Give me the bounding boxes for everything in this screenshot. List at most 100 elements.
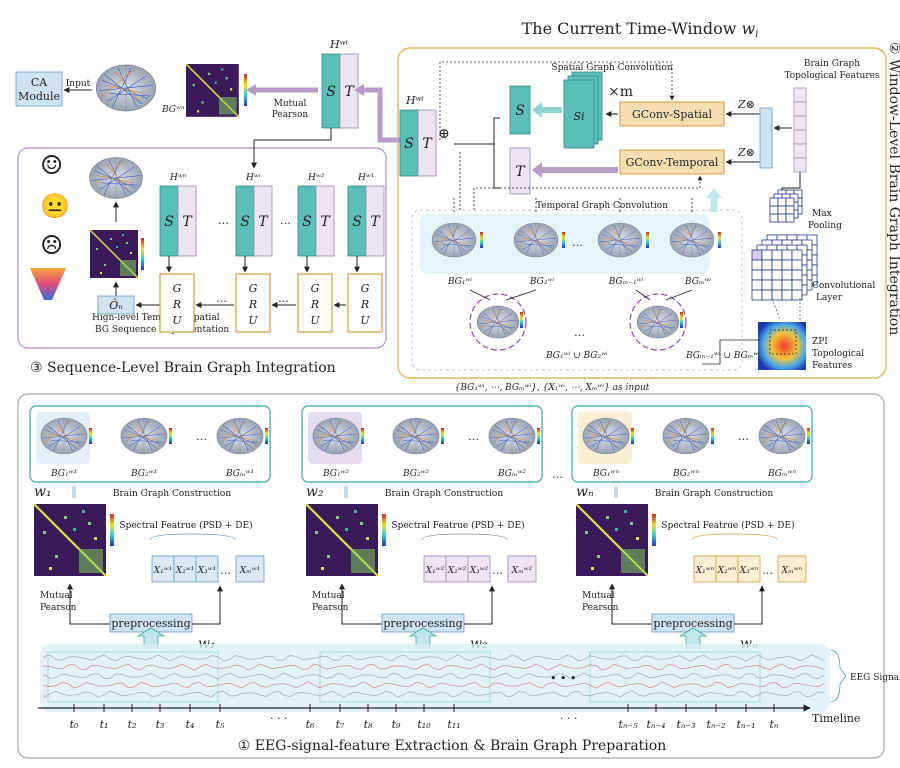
sequence-panel-label: ③ Sequence-Level Brain Graph Integration: [30, 360, 336, 376]
conv-cell: [781, 249, 793, 261]
zpi-label-1: ZPI: [812, 337, 828, 347]
ext-colorbar: [361, 428, 364, 444]
t-temporal: T: [515, 164, 526, 180]
gru-g: G: [361, 282, 370, 295]
z-otimes-2: Z⊗: [737, 146, 755, 159]
ext-bg-label: BG₂ʷⁿ: [672, 469, 699, 479]
pool-cell: [769, 213, 779, 223]
conv-cell: [791, 249, 803, 261]
tick-label: t₄: [186, 718, 195, 731]
window-colorbar: [480, 232, 483, 248]
tick-ellipsis-1: · · ·: [270, 712, 287, 725]
ext-spectral: Spectral Featrue (PSD + DE): [661, 520, 794, 531]
union-ring: [629, 293, 687, 351]
arrowhead-window-top: [354, 84, 364, 96]
dotted-to-gconv-temporal: [473, 175, 703, 210]
ca-module-box: [15, 71, 63, 107]
eeg-dots: • • •: [550, 672, 576, 685]
arrowhead-mutual: [246, 84, 256, 96]
window-brain-icon: [431, 222, 477, 258]
window-inner-dashed: [411, 209, 743, 371]
topo-cell: [793, 129, 807, 145]
timeline-label: Timeline: [812, 712, 860, 725]
pool-cell: [785, 197, 795, 207]
topo-feature-vector: [793, 87, 807, 173]
ext-w-label: w₁: [34, 484, 52, 500]
seq-h-label: Hʷⁱ: [245, 173, 261, 183]
preprocessing-label: preprocessing: [383, 617, 462, 630]
ext-matrix-colorbar: [382, 514, 386, 546]
ext-brain-icon: [392, 417, 440, 455]
arrow-prep-to-features: [734, 585, 765, 625]
arrow-window-to-top: [362, 87, 400, 143]
s-window: S: [404, 136, 414, 152]
gru-r: R: [172, 298, 181, 311]
feature-label: Xₘʷ¹: [239, 566, 260, 576]
si-label: Si: [573, 110, 584, 123]
gru-dots-1: …: [216, 292, 227, 305]
ext-pearson: Pearson: [40, 603, 77, 613]
matrix-seq: [89, 229, 139, 279]
gconv-temporal-label: GConv-Temporal: [626, 156, 719, 169]
window-colorbar: [646, 232, 649, 248]
rep-label-1: High-level Temporal-Spatial: [92, 313, 220, 323]
conv-layer-label-1: Convolutional: [812, 281, 875, 291]
gru-u: U: [172, 314, 182, 327]
topo-cell: [793, 87, 807, 103]
eeg-trace: [43, 690, 825, 698]
ext-bg-construction: Brain Graph Construction: [385, 489, 503, 499]
ext-brain-icon: [216, 417, 264, 455]
ext-colorbar: [807, 428, 810, 444]
feature-cell: [777, 555, 807, 583]
ext-colorbar: [265, 428, 268, 444]
window-brain-icon: [669, 222, 715, 258]
seq-s: S: [164, 214, 174, 230]
pool-cell: [777, 205, 787, 215]
window-panel-border: [397, 47, 887, 379]
eeg-signal-label: EEG Signal: [850, 673, 900, 683]
max-pooling-grid: [769, 189, 803, 223]
h-wi-top-label: Hʷⁱ: [329, 38, 348, 51]
feature-dots: …: [762, 564, 773, 577]
gru-r: R: [310, 298, 319, 311]
seq-dots-1: …: [218, 214, 229, 227]
conv-cell: [771, 259, 783, 271]
topo-title-2: Topological Features: [784, 71, 879, 81]
zpi-label-3: Features: [812, 361, 852, 371]
arrow-prep-to-matrix: [611, 618, 652, 625]
extraction-panel-label: ① EEG-signal-feature Extraction & Brain …: [238, 738, 666, 754]
ext-bg-label: BG₁ʷ²: [322, 469, 349, 479]
pool-cell: [769, 205, 779, 215]
spectral-brace: [149, 533, 236, 541]
eeg-trace: [43, 681, 825, 689]
max-pool-label-2: Pooling: [808, 221, 842, 231]
window-colorbar: [562, 232, 565, 248]
bg-construction-frame: [571, 405, 813, 483]
gru-u: U: [248, 314, 258, 327]
tick-label: tₙ₋₅: [618, 718, 638, 731]
conv-cell: [751, 249, 763, 261]
ext-mutual: Mutual: [312, 591, 345, 601]
conv-to-zpi-lines: [771, 297, 801, 321]
arrowhead-temporal: [532, 162, 542, 178]
window-bg-label: BGₘʷⁱ: [684, 277, 711, 287]
ext-bg-label: BG₂ʷ²: [402, 469, 429, 479]
ext-brain-icon: [582, 417, 630, 455]
ext-matrix: [574, 502, 650, 578]
eeg-brace: [829, 649, 847, 703]
conv-cell: [761, 269, 773, 281]
seq-s: S: [302, 214, 312, 230]
union-brain-icon: [476, 305, 520, 339]
z-otimes-1: Z⊗: [737, 98, 755, 111]
arrow-prep-to-features: [192, 585, 223, 625]
eeg-band: [40, 644, 830, 712]
h-wi-window-label: Hʷⁱ: [405, 94, 424, 107]
zpi-label-2: Topological: [812, 349, 864, 359]
seq-t: T: [258, 214, 269, 230]
conv-cell: [761, 279, 773, 291]
s-spatial: S: [515, 103, 525, 119]
z-vector-box: [759, 107, 773, 169]
arrow-prep-to-features: [464, 585, 495, 625]
eeg-trace: [43, 654, 825, 662]
